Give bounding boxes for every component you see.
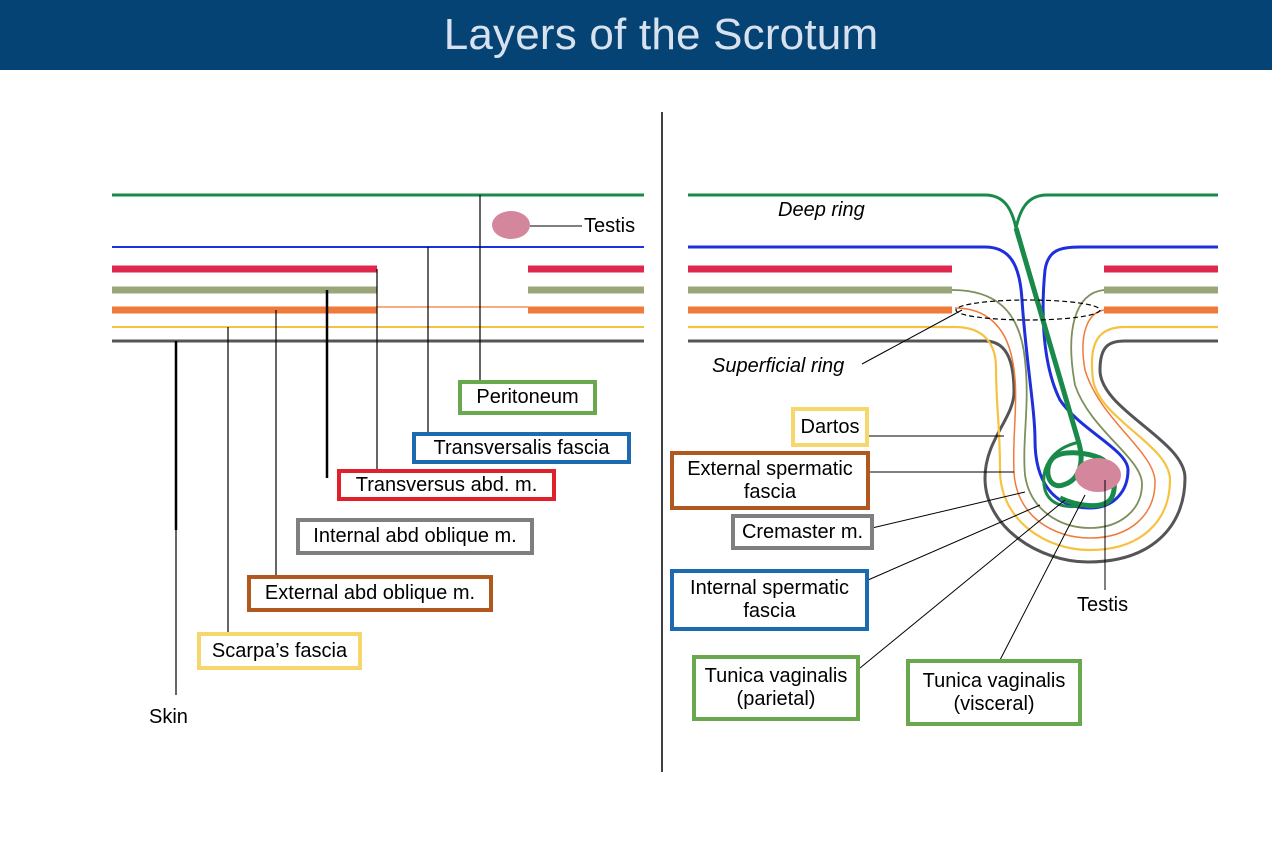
leader-superficial-ring [861,309,963,365]
right-processus-path [1013,227,1117,509]
scarpa-label-box: Scarpa’s fascia [197,632,362,670]
external-oblique-label-box: External abd oblique m. [247,575,493,612]
peritoneum-label-box: Peritoneum [458,380,597,415]
right-skin-path [688,339,1218,564]
right-peritoneum-path [688,193,1218,229]
right-layers [688,193,1218,564]
tv-parietal-label-box: Tunica vaginalis (parietal) [692,655,860,721]
external-spermatic-label-box: External spermatic fascia [670,451,870,510]
superficial-ring-label: Superficial ring [712,355,845,377]
leader-cremaster [871,491,1026,529]
internal-spermatic-label-box: Internal spermatic fascia [670,569,869,631]
page-title: Layers of the Scrotum [443,10,879,59]
right-tv-parietal-path [1042,440,1081,509]
cremaster-label-box: Cremaster m. [731,514,874,550]
skin-label: Skin [149,706,188,728]
leader-tv-visceral [999,494,1086,661]
left-layers [112,193,644,343]
transversus-label-box: Transversus abd. m. [337,469,556,501]
left-testis-shape [492,211,530,239]
transversalis-label-box: Transversalis fascia [412,432,631,464]
left-leaders [174,195,481,695]
dartos-label-box: Dartos [791,407,869,447]
superficial-ring-ellipse [955,299,1101,321]
leader-internal-spermatic [867,504,1041,581]
right-dartos-path [688,325,1218,552]
deep-ring-label: Deep ring [778,199,865,221]
title-bar: Layers of the Scrotum [0,0,1272,70]
tv-visceral-label-box: Tunica vaginalis (visceral) [906,659,1082,726]
right-leaders [859,309,1106,669]
leader-tv-parietal [859,499,1066,669]
right-testis-shape [1075,458,1121,492]
right-testis-label: Testis [1077,594,1129,616]
right-cremaster-path [951,289,1143,529]
left-testis-label: Testis [584,215,636,237]
internal-oblique-label-box: Internal abd oblique m. [296,518,534,555]
right-ext-spermatic-path [954,307,1156,539]
right-int-spermatic-path [688,245,1218,510]
scrotum-layers-diagram [112,112,1218,772]
